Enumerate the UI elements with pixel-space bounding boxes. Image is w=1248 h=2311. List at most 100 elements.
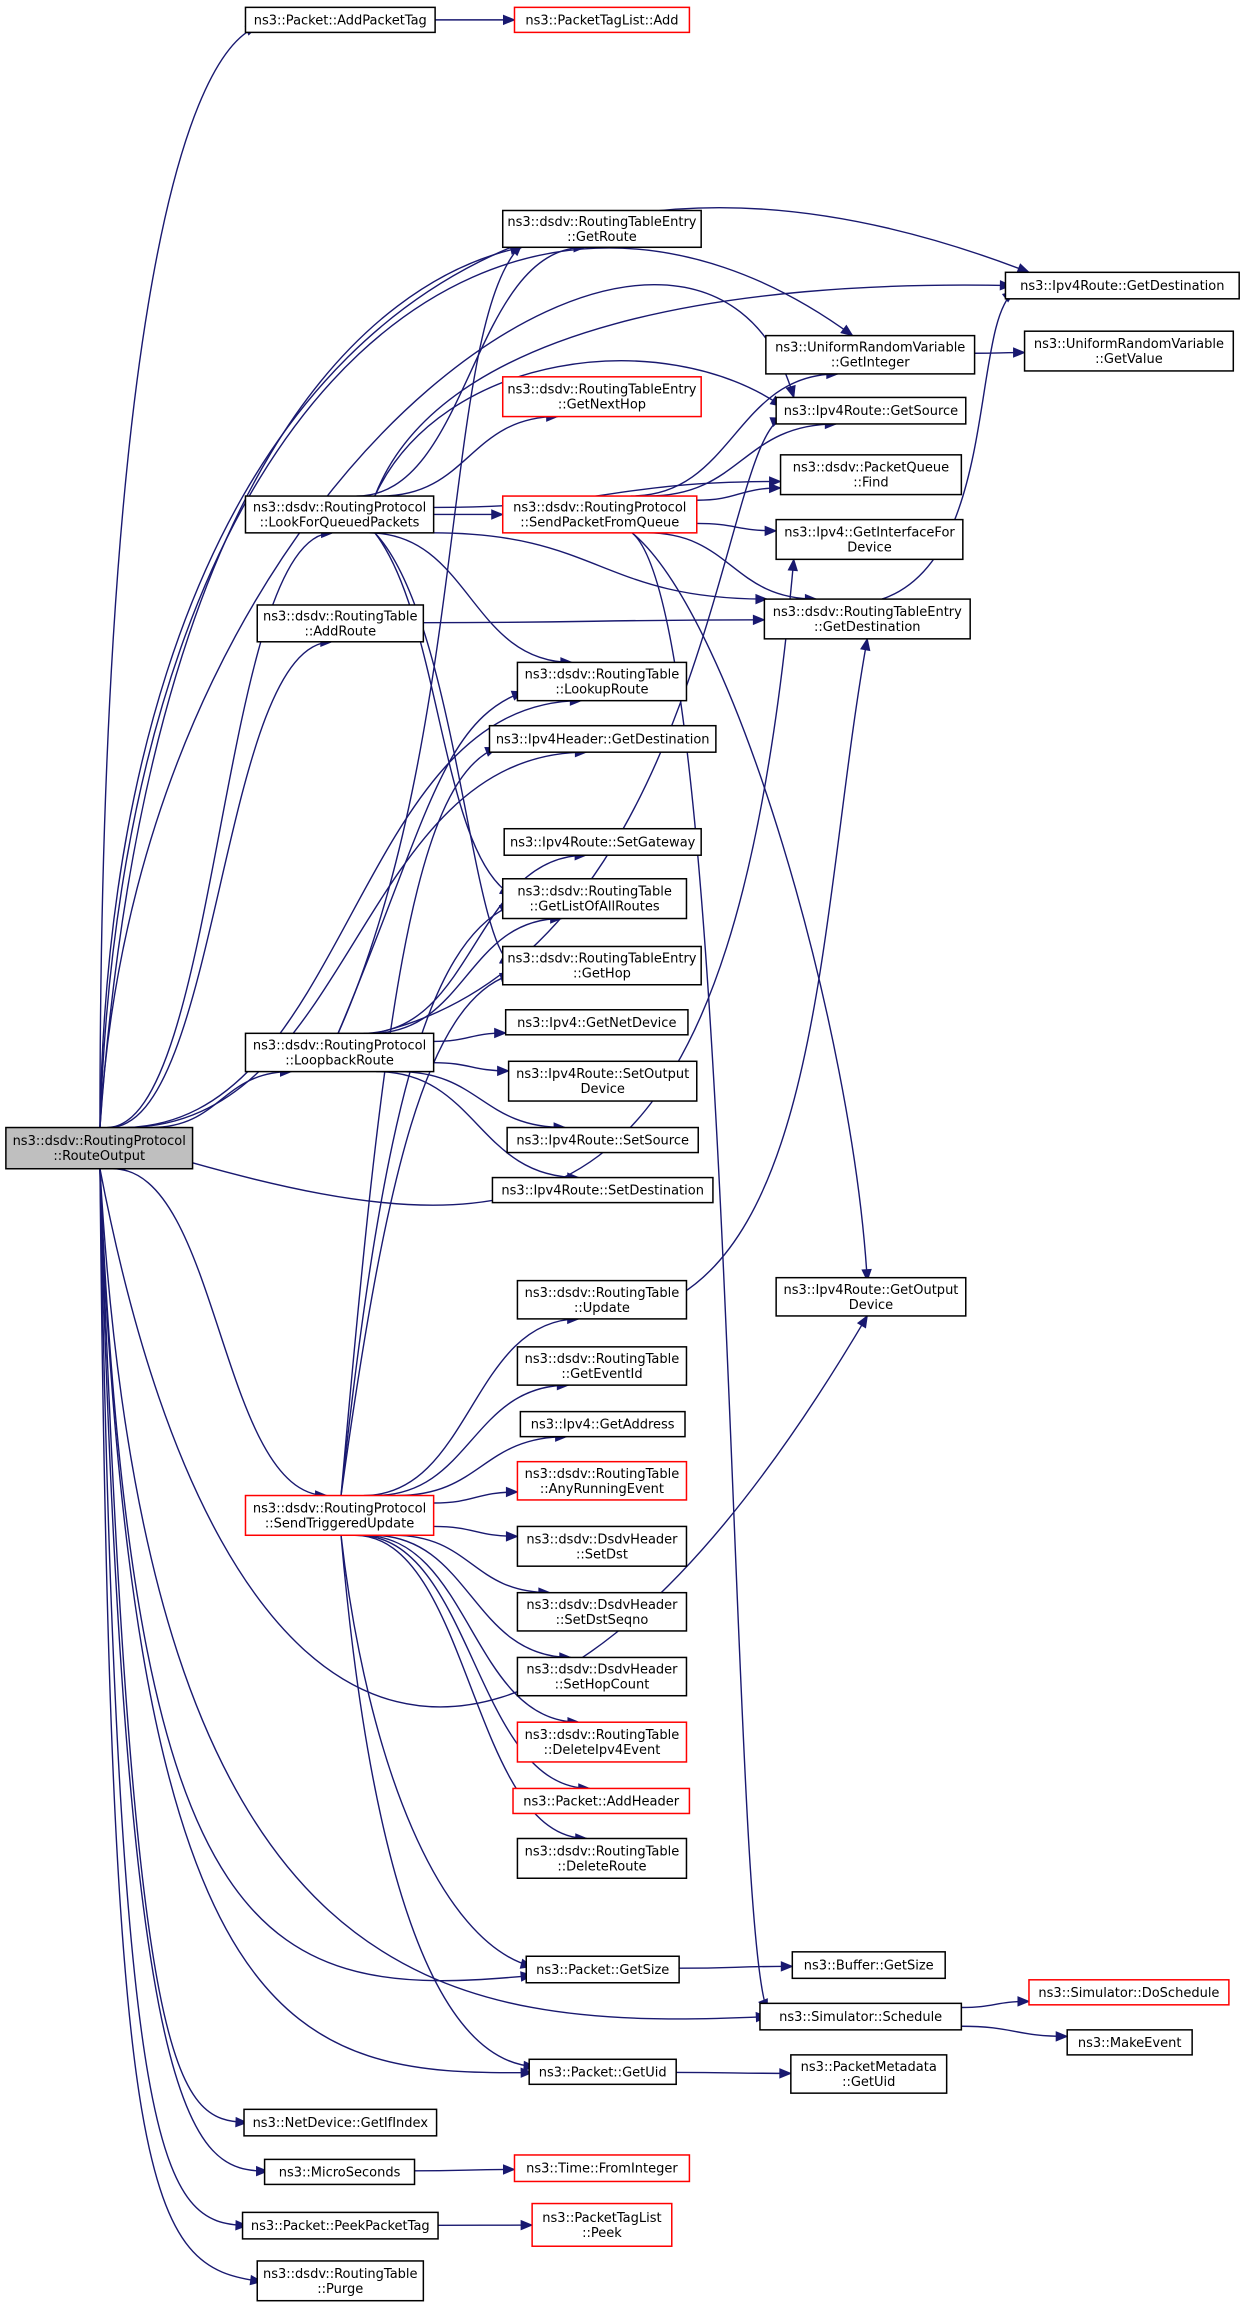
node-packet-get-size[interactable]: ns3::Packet::GetSize: [525, 1955, 680, 1984]
call-edge-RouteOutput-to-GetOutputDevice: [99, 1168, 868, 1708]
node-set-dst[interactable]: ns3::dsdv::DsdvHeader::SetDst: [516, 1525, 688, 1567]
node-label: ::RouteOutput: [53, 1149, 145, 1164]
node-box: [525, 1955, 680, 1984]
call-edge-SendTriggeredUpdate-to-Ipv4HeaderGetDestination: [340, 746, 499, 1496]
node-label: ns3::Ipv4::GetInterfaceFor: [784, 525, 955, 540]
node-add-header[interactable]: ns3::Packet::AddHeader: [512, 1787, 691, 1815]
node-route-output[interactable]: ns3::dsdv::RoutingProtocol::RouteOutput: [5, 1126, 194, 1170]
arrowhead: [752, 614, 766, 626]
node-label: ns3::Ipv4Route::SetDestination: [501, 1184, 704, 1199]
node-get-route[interactable]: ns3::dsdv::RoutingTableEntry::GetRoute: [501, 209, 702, 249]
call-edge-GetInteger-to-GetValue: [974, 347, 1026, 358]
arrowhead: [779, 2068, 793, 2079]
node-look-for-queued-packets[interactable]: ns3::dsdv::RoutingProtocol::LookForQueue…: [244, 495, 435, 534]
node-get-net-device[interactable]: ns3::Ipv4::GetNetDevice: [504, 1009, 689, 1036]
node-lookup-route[interactable]: ns3::dsdv::RoutingTable::LookupRoute: [516, 661, 688, 702]
node-send-packet-from-queue[interactable]: ns3::dsdv::RoutingProtocol::SendPacketFr…: [501, 495, 698, 534]
node-any-running-event[interactable]: ns3::dsdv::RoutingTable::AnyRunningEvent: [516, 1460, 688, 1501]
node-send-triggered-update[interactable]: ns3::dsdv::RoutingProtocol::SendTriggere…: [244, 1494, 435, 1537]
node-label: Device: [847, 540, 891, 555]
node-box: [1066, 2029, 1193, 2056]
node-get-integer[interactable]: ns3::UniformRandomVariable::GetInteger: [765, 334, 976, 375]
node-set-hop-count[interactable]: ns3::dsdv::DsdvHeader::SetHopCount: [516, 1656, 688, 1697]
call-edge-RouteOutput-to-GetInteger: [99, 247, 854, 1128]
node-box: [244, 6, 436, 34]
node-label: ns3::dsdv::RoutingProtocol: [253, 500, 426, 515]
node-label: ns3::dsdv::RoutingTable: [525, 1286, 680, 1301]
node-from-integer[interactable]: ns3::Time::FromInteger: [513, 2154, 691, 2183]
node-get-list-of-all-routes[interactable]: ns3::dsdv::RoutingTable::GetListOfAllRou…: [501, 878, 688, 920]
node-set-destination[interactable]: ns3::Ipv4Route::SetDestination: [491, 1176, 714, 1204]
node-label: ns3::dsdv::RoutingProtocol: [253, 1038, 426, 1053]
call-edge-LookForQueuedPackets-to-GetListOfAllRoutes: [374, 532, 513, 896]
node-box: [516, 1460, 688, 1501]
call-edge-MicroSeconds-to-FromInteger: [414, 2164, 516, 2175]
node-label: ns3::Ipv4Route::GetSource: [784, 404, 958, 419]
node-label: ns3::Ipv4Route::SetGateway: [510, 835, 696, 850]
node-label: ns3::PacketTagList: [542, 2211, 661, 2226]
node-schedule[interactable]: ns3::Simulator::Schedule: [759, 2002, 963, 2031]
node-purge[interactable]: ns3::dsdv::RoutingTable::Purge: [256, 2260, 425, 2302]
node-get-if-index[interactable]: ns3::NetDevice::GetIfIndex: [243, 2108, 438, 2137]
node-set-gateway[interactable]: ns3::Ipv4Route::SetGateway: [503, 827, 702, 856]
node-delete-ipv4event[interactable]: ns3::dsdv::RoutingTable::DeleteIpv4Event: [516, 1721, 688, 1763]
node-box: [759, 2002, 963, 2031]
node-box: [256, 604, 425, 643]
node-get-next-hop[interactable]: ns3::dsdv::RoutingTableEntry::GetNextHop: [501, 376, 702, 418]
node-add-route[interactable]: ns3::dsdv::RoutingTable::AddRoute: [256, 604, 425, 643]
node-peek-packet-tag[interactable]: ns3::Packet::PeekPacketTag: [241, 2211, 439, 2240]
node-box: [516, 1525, 688, 1567]
node-label: Device: [849, 1298, 893, 1313]
node-loopback-route[interactable]: ns3::dsdv::RoutingProtocol::LoopbackRout…: [244, 1032, 435, 1073]
node-get-value[interactable]: ns3::UniformRandomVariable::GetValue: [1023, 330, 1235, 372]
node-set-dst-seqno[interactable]: ns3::dsdv::DsdvHeader::SetDstSeqno: [516, 1591, 688, 1632]
arrowhead: [787, 558, 798, 572]
node-table-update[interactable]: ns3::dsdv::RoutingTable::Update: [516, 1279, 688, 1320]
call-edge-RouteOutput-to-GetIfIndex: [99, 1168, 249, 2128]
call-edge-LookForQueuedPackets-to-SendPacketFromQueue: [433, 509, 505, 520]
node-get-event-id[interactable]: ns3::dsdv::RoutingTable::GetEventId: [516, 1346, 688, 1386]
node-metadata-get-uid[interactable]: ns3::PacketMetadata::GetUid: [790, 2054, 948, 2094]
node-label: ns3::Packet::AddHeader: [523, 1794, 679, 1809]
node-set-source[interactable]: ns3::Ipv4Route::SetSource: [506, 1126, 699, 1154]
node-add-packet-tag[interactable]: ns3::Packet::AddPacketTag: [244, 6, 436, 34]
node-get-hop[interactable]: ns3::dsdv::RoutingTableEntry::GetHop: [501, 945, 702, 986]
node-label: ::SetDstSeqno: [556, 1613, 649, 1628]
node-packet-queue-find[interactable]: ns3::dsdv::PacketQueue::Find: [779, 454, 963, 496]
node-make-event[interactable]: ns3::MakeEvent: [1066, 2029, 1193, 2056]
node-label: ::SendPacketFromQueue: [520, 515, 679, 530]
node-get-address[interactable]: ns3::Ipv4::GetAddress: [519, 1410, 686, 1438]
node-box: [491, 1176, 714, 1204]
call-edge-RouteOutput-to-GetRoute: [99, 244, 524, 1128]
node-delete-route[interactable]: ns3::dsdv::RoutingTable::DeleteRoute: [516, 1837, 688, 1879]
node-ipv4header-get-destination[interactable]: ns3::Ipv4Header::GetDestination: [488, 724, 717, 753]
node-box: [501, 495, 698, 534]
node-box: [5, 1126, 194, 1170]
node-label: ::Find: [853, 476, 888, 491]
node-do-schedule[interactable]: ns3::Simulator::DoSchedule: [1028, 1979, 1230, 2006]
call-edge-TableUpdate-to-EntryGetDestination: [678, 637, 871, 1296]
node-get-source[interactable]: ns3::Ipv4Route::GetSource: [775, 396, 967, 425]
arrowhead: [502, 2164, 516, 2175]
node-label: Device: [580, 1082, 624, 1097]
node-entry-get-destination[interactable]: ns3::dsdv::RoutingTableEntry::GetDestina…: [763, 598, 971, 640]
node-micro-seconds[interactable]: ns3::MicroSeconds: [263, 2158, 416, 2186]
node-box: [763, 598, 971, 640]
node-label: ns3::dsdv::RoutingTableEntry: [507, 383, 696, 398]
node-packet-get-uid[interactable]: ns3::Packet::GetUid: [528, 2058, 677, 2086]
node-buffer-get-size[interactable]: ns3::Buffer::GetSize: [791, 1951, 946, 1980]
node-packet-tag-list-add[interactable]: ns3::PacketTagList::Add: [513, 6, 691, 34]
node-box: [516, 1591, 688, 1632]
node-label: ns3::Ipv4::GetAddress: [531, 1418, 675, 1433]
node-label: ns3::Packet::GetUid: [539, 2065, 667, 2080]
node-packet-tag-list-peek[interactable]: ns3::PacketTagList::Peek: [531, 2202, 673, 2247]
node-box: [775, 396, 967, 425]
node-label: ns3::Packet::AddPacketTag: [254, 13, 427, 28]
node-label: ns3::Ipv4Route::GetOutput: [783, 1283, 958, 1298]
node-ipv4route-get-destination[interactable]: ns3::Ipv4Route::GetDestination: [1004, 271, 1240, 300]
arrowhead: [249, 2274, 263, 2286]
node-box: [256, 2260, 425, 2302]
